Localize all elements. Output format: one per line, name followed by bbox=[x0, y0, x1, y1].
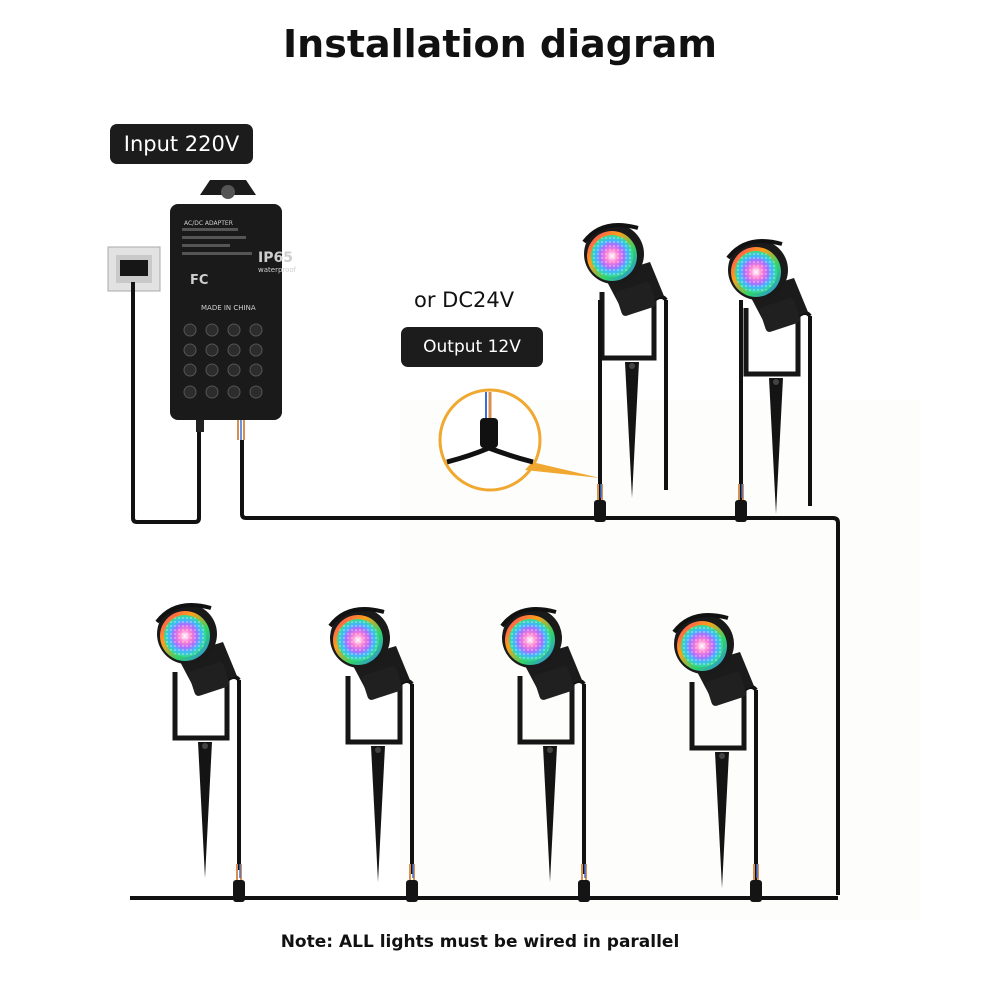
input-voltage-badge: Input 220V bbox=[110, 124, 253, 164]
ip-rating-sub: waterproof bbox=[258, 266, 297, 274]
output-voltage-badge: Output 12V bbox=[401, 327, 543, 367]
fc-mark-icon: FC bbox=[190, 273, 208, 288]
diagram-title: Installation diagram bbox=[283, 22, 717, 66]
made-in-label: MADE IN CHINA bbox=[201, 304, 256, 312]
main-cable bbox=[130, 282, 840, 900]
adapter-button-grid bbox=[183, 323, 263, 399]
adapter-type-label: AC/DC ADAPTER bbox=[184, 220, 233, 227]
power-adapter: IP65 waterproof AC/DC ADAPTER FC MADE IN… bbox=[170, 180, 297, 432]
spotlight-3 bbox=[157, 604, 239, 878]
spotlight-4 bbox=[330, 608, 412, 882]
ip-rating-label: IP65 bbox=[258, 250, 293, 266]
connector-callout bbox=[438, 388, 600, 492]
adapter-output-wires bbox=[237, 420, 245, 440]
alt-voltage-label: or DC24V bbox=[414, 288, 515, 312]
parallel-wiring-note: Note: ALL lights must be wired in parall… bbox=[280, 932, 680, 952]
